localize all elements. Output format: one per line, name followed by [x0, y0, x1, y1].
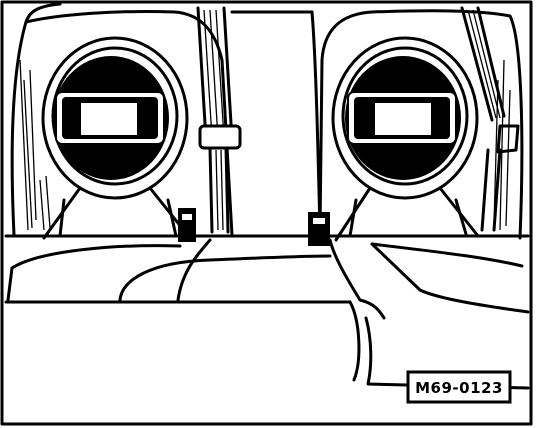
reference-code: M69-0123	[415, 379, 503, 397]
right-belt-buckle	[308, 212, 330, 246]
left-backrest	[10, 2, 234, 237]
figure-border	[0, 0, 533, 426]
left-headrest	[41, 36, 192, 240]
left-seatbelt	[178, 6, 242, 242]
right-headrest	[331, 36, 480, 242]
center-backrest	[230, 10, 322, 234]
right-display-screen	[373, 101, 433, 137]
reference-code-box	[406, 370, 512, 404]
left-display-screen	[79, 101, 139, 137]
seat-cushion	[4, 234, 530, 390]
